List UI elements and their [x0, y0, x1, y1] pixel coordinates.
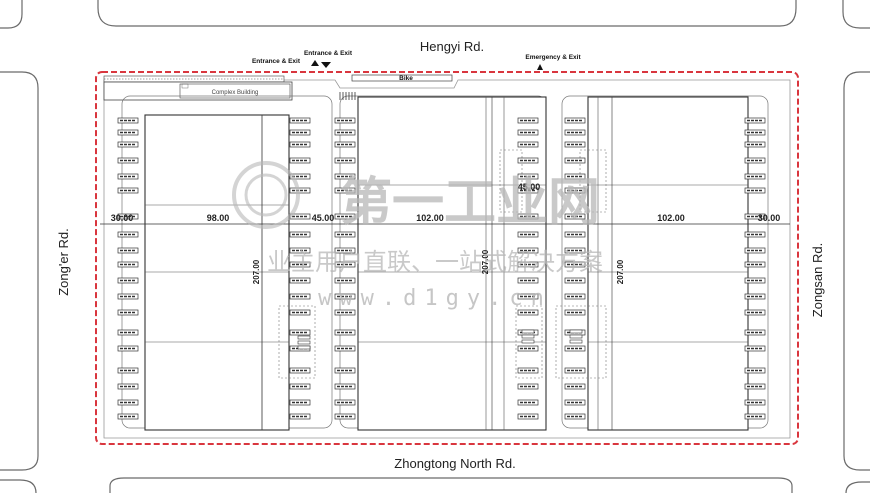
dim-label: 102.00 [416, 213, 444, 223]
dim-label-vertical: 207.00 [616, 259, 625, 284]
watermark-logo-icon [232, 161, 300, 229]
vertical-dimension-lines [261, 97, 613, 430]
building-1 [144, 114, 290, 431]
loading-zones [278, 149, 607, 379]
site-boundary [95, 71, 799, 445]
dim-label: 102.00 [657, 213, 685, 223]
dim-label: 98.00 [207, 213, 230, 223]
bike-shelter: Bike [351, 74, 453, 82]
parking-stalls [117, 92, 766, 420]
dim-label: 45.00 [518, 182, 541, 192]
loading-dock-mark [297, 345, 311, 350]
watermark: 第一工业网 业主用户直联、一站式解决方案 www.d1gy.cn [232, 161, 603, 311]
complex-building-label: Complex Building [212, 90, 259, 96]
entrance-arrow-icon [311, 60, 331, 68]
striped-fence [103, 75, 285, 83]
emergency-exit-label: Emergency & Exit [525, 54, 581, 61]
loading-dock-mark [569, 334, 583, 339]
dim-label-vertical: 207.00 [252, 259, 261, 284]
building-grid [145, 97, 748, 430]
road-label-west: Zong'er Rd. [56, 228, 71, 296]
loading-dock-mark [569, 329, 583, 334]
loading-dock-mark [521, 329, 535, 334]
dim-label: 30.00 [758, 213, 781, 223]
loading-dock-mark [297, 335, 311, 340]
watermark-title: 第一工业网 [340, 173, 600, 233]
road-label-south: Zhongtong North Rd. [394, 456, 515, 471]
watermark-url: www.d1gy.cn [318, 286, 552, 311]
road-label-north: Hengyi Rd. [420, 39, 484, 54]
loading-dock-mark [521, 334, 535, 339]
loading-dock-mark [297, 340, 311, 345]
entrance-exit-label-1: Entrance & Exit [252, 58, 301, 65]
complex-building: Complex Building [103, 81, 293, 101]
buildings [144, 96, 749, 431]
emergency-arrow-icon [537, 64, 543, 70]
dimension-labels: 30.00 98.00 45.00 102.00 45.00 102.00 30… [111, 182, 781, 284]
watermark-slogan: 业主用户直联、一站式解决方案 [267, 248, 603, 276]
building-2 [357, 96, 547, 431]
bike-label: Bike [399, 75, 413, 82]
inner-fence [103, 79, 791, 439]
dim-label: 30.00 [111, 213, 134, 223]
loading-dock-mark [569, 339, 583, 344]
entrance-exit-label-2: Entrance & Exit [304, 50, 353, 57]
road-label-east: Zongsan Rd. [810, 243, 825, 317]
dim-label-vertical: 207.00 [481, 249, 490, 274]
loading-dock-mark [521, 339, 535, 344]
dim-label: 45.00 [312, 213, 335, 223]
